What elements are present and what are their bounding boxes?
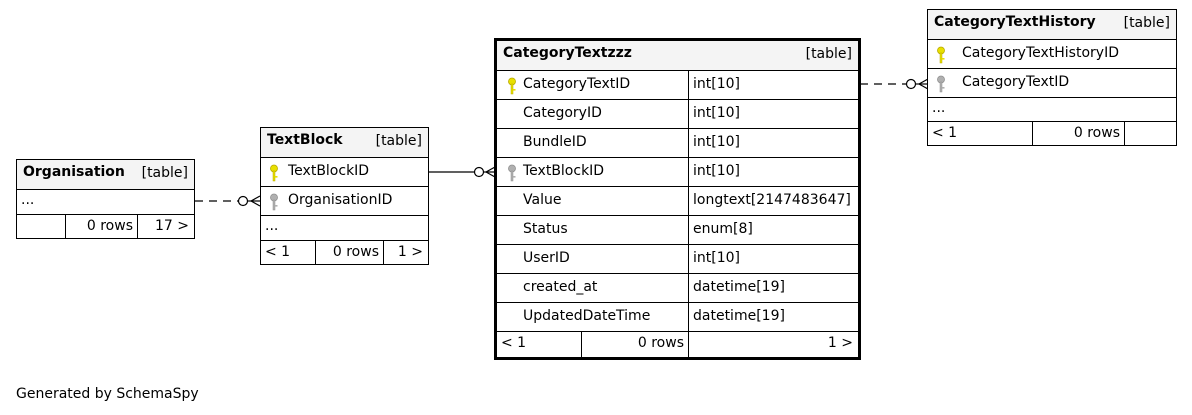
- column-name: UserID: [523, 250, 570, 266]
- column-name: Value: [523, 192, 562, 208]
- relationship-categorytext-history: [860, 78, 929, 90]
- column-name: created_at: [523, 279, 598, 295]
- row-count: 0 rows: [65, 215, 137, 238]
- more-columns-ellipsis: ...: [932, 100, 946, 116]
- column-type: int[10]: [688, 71, 858, 99]
- column-row[interactable]: BundleID int[10]: [497, 128, 858, 157]
- table-kind: [table]: [1123, 15, 1170, 31]
- foreign-key-icon: [937, 75, 945, 93]
- column-name: CategoryTextHistoryID: [962, 45, 1119, 61]
- column-row[interactable]: created_at datetime[19]: [497, 273, 858, 302]
- column-type: int[10]: [688, 245, 858, 273]
- column-name: Status: [523, 221, 568, 237]
- column-row[interactable]: OrganisationID: [261, 186, 428, 215]
- table-header[interactable]: TextBlock [table]: [261, 128, 428, 157]
- table-categorytextzzz[interactable]: CategoryTextzzz [table] CategoryTextID in…: [494, 38, 861, 360]
- row-count: 0 rows: [315, 241, 383, 264]
- column-name: TextBlockID: [288, 163, 370, 179]
- column-row[interactable]: CategoryID int[10]: [497, 99, 858, 128]
- column-type: enum[8]: [688, 216, 858, 244]
- prev-link[interactable]: < 1: [265, 244, 291, 260]
- table-name: TextBlock: [267, 132, 343, 148]
- column-name: CategoryID: [523, 105, 602, 121]
- table-kind: [table]: [805, 46, 852, 62]
- table-header[interactable]: CategoryTextHistory [table]: [928, 10, 1176, 39]
- more-columns-ellipsis: ...: [265, 218, 279, 234]
- more-columns-ellipsis: ...: [21, 192, 35, 208]
- row-count-nav: < 1 0 rows: [928, 121, 1176, 145]
- column-row[interactable]: TextBlockID: [261, 157, 428, 186]
- column-row[interactable]: UpdatedDateTime datetime[19]: [497, 302, 858, 331]
- relationship-textblock-categorytext: [428, 166, 496, 178]
- column-type: datetime[19]: [688, 303, 858, 331]
- table-header[interactable]: CategoryTextzzz [table]: [497, 41, 858, 70]
- column-name: CategoryTextID: [962, 74, 1070, 90]
- table-name: CategoryTextzzz: [503, 45, 632, 61]
- column-row[interactable]: TextBlockID int[10]: [497, 157, 858, 186]
- column-name: BundleID: [523, 134, 587, 150]
- table-textblock[interactable]: TextBlock [table] TextBlockID Organisati…: [260, 127, 429, 265]
- primary-key-icon: [270, 164, 278, 182]
- more-columns-row: ...: [17, 189, 194, 214]
- table-categorytexthistory[interactable]: CategoryTextHistory [table] CategoryText…: [927, 9, 1177, 146]
- column-row[interactable]: CategoryTextHistoryID: [928, 39, 1176, 68]
- row-count: 0 rows: [1032, 122, 1124, 145]
- column-type: int[10]: [688, 100, 858, 128]
- prev-link[interactable]: < 1: [501, 335, 527, 351]
- column-row[interactable]: CategoryTextID int[10]: [497, 70, 858, 99]
- table-name: Organisation: [23, 164, 125, 180]
- column-name: TextBlockID: [523, 163, 605, 179]
- column-name: UpdatedDateTime: [523, 308, 651, 324]
- next-link[interactable]: 1 >: [688, 332, 858, 357]
- column-type: int[10]: [688, 129, 858, 157]
- row-count-nav: < 1 0 rows 1 >: [261, 240, 428, 264]
- relationship-organisation-textblock: [195, 195, 261, 207]
- foreign-key-icon: [508, 164, 516, 182]
- next-link[interactable]: [1124, 122, 1176, 145]
- column-row[interactable]: Value longtext[2147483647]: [497, 186, 858, 215]
- column-row[interactable]: Status enum[8]: [497, 215, 858, 244]
- column-row[interactable]: CategoryTextID: [928, 68, 1176, 97]
- table-organisation[interactable]: Organisation [table] ... 0 rows 17 >: [16, 159, 195, 239]
- prev-link[interactable]: [17, 215, 65, 238]
- table-kind: [table]: [375, 133, 422, 149]
- generated-by-footer: Generated by SchemaSpy: [16, 386, 199, 402]
- table-name: CategoryTextHistory: [934, 14, 1096, 30]
- row-count-nav: < 1 0 rows 1 >: [497, 331, 858, 357]
- more-columns-row: ...: [261, 215, 428, 240]
- more-columns-row: ...: [928, 97, 1176, 121]
- column-type: datetime[19]: [688, 274, 858, 302]
- table-header[interactable]: Organisation [table]: [17, 160, 194, 189]
- row-count-nav: 0 rows 17 >: [17, 214, 194, 238]
- column-name: OrganisationID: [288, 192, 393, 208]
- primary-key-icon: [937, 46, 945, 64]
- row-count: 0 rows: [581, 332, 688, 357]
- foreign-key-icon: [270, 193, 278, 211]
- column-name: CategoryTextID: [523, 76, 631, 92]
- column-row[interactable]: UserID int[10]: [497, 244, 858, 273]
- next-link[interactable]: 17 >: [137, 215, 194, 238]
- prev-link[interactable]: < 1: [932, 125, 958, 141]
- primary-key-icon: [508, 77, 516, 95]
- next-link[interactable]: 1 >: [383, 241, 428, 264]
- column-type: longtext[2147483647]: [688, 187, 858, 215]
- table-kind: [table]: [141, 165, 188, 181]
- column-type: int[10]: [688, 158, 858, 186]
